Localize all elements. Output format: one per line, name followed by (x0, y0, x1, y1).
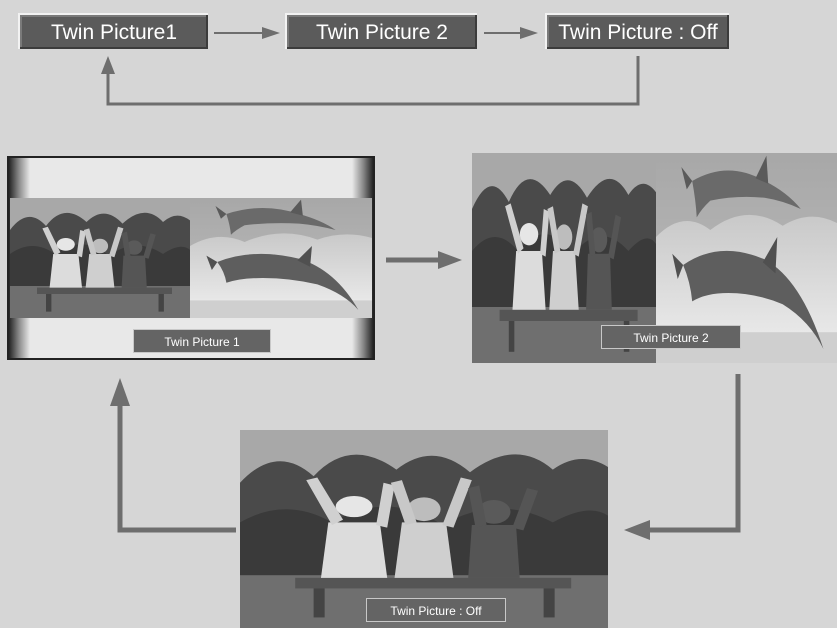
mode-twin-picture-off-button: Twin Picture : Off (545, 13, 729, 49)
mode-twin-picture-2-button: Twin Picture 2 (285, 13, 477, 49)
twin-picture-2-label: Twin Picture 2 (601, 325, 741, 349)
twin-picture-1-screen (7, 156, 375, 360)
top-flow-arrows (101, 27, 640, 106)
twin-picture-off-label: Twin Picture : Off (366, 598, 506, 622)
mode-twin-picture-1-button: Twin Picture1 (18, 13, 208, 49)
screen-flow-arrows (110, 251, 741, 540)
twin-picture-1-label: Twin Picture 1 (133, 329, 271, 353)
